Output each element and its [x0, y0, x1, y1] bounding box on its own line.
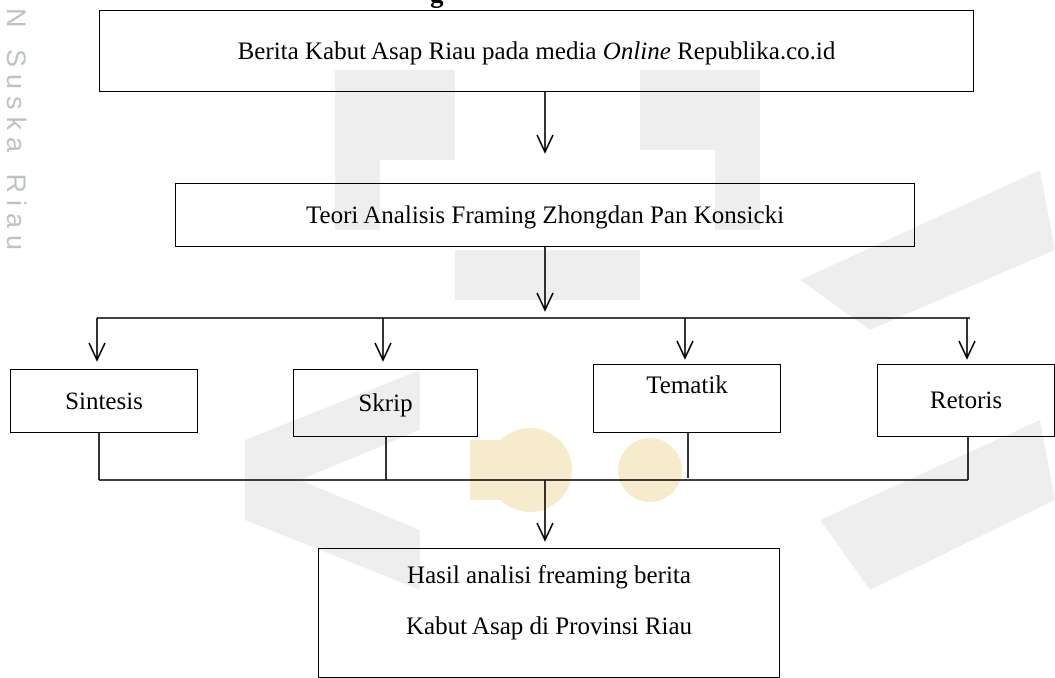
source-news-box: Berita Kabut Asap Riau pada media Online… [99, 10, 974, 92]
arrowhead-skrip [374, 342, 392, 362]
source-text-suffix: Republika.co.id [670, 37, 836, 65]
arrowhead-theory-branch [536, 292, 554, 312]
cropped-heading-fragment: g [430, 0, 444, 7]
arrowhead-merge-result [536, 522, 554, 542]
source-text-italic: Online [602, 37, 671, 65]
arrowhead-source-theory [536, 134, 554, 154]
dimension-box-tematik: Tematik [593, 364, 781, 433]
result-box: Hasil analisi freaming berita Kabut Asap… [318, 548, 780, 678]
arrowhead-sintesis [88, 342, 106, 362]
arrowhead-retoris [958, 340, 976, 360]
theory-box: Teori Analisis Framing Zhongdan Pan Kons… [175, 183, 915, 247]
result-line-2: Kabut Asap di Provinsi Riau [405, 613, 693, 640]
source-text-prefix: Berita Kabut Asap Riau pada media [237, 37, 603, 65]
dimension-box-sintesis: Sintesis [10, 369, 198, 433]
dimension-box-skrip: Skrip [293, 369, 478, 437]
dimension-box-retoris: Retoris [877, 364, 1055, 437]
result-line-1: Hasil analisi freaming berita [407, 562, 691, 589]
arrowhead-tematik [676, 340, 694, 360]
side-watermark-text: N Suska Riau [1, 8, 31, 258]
